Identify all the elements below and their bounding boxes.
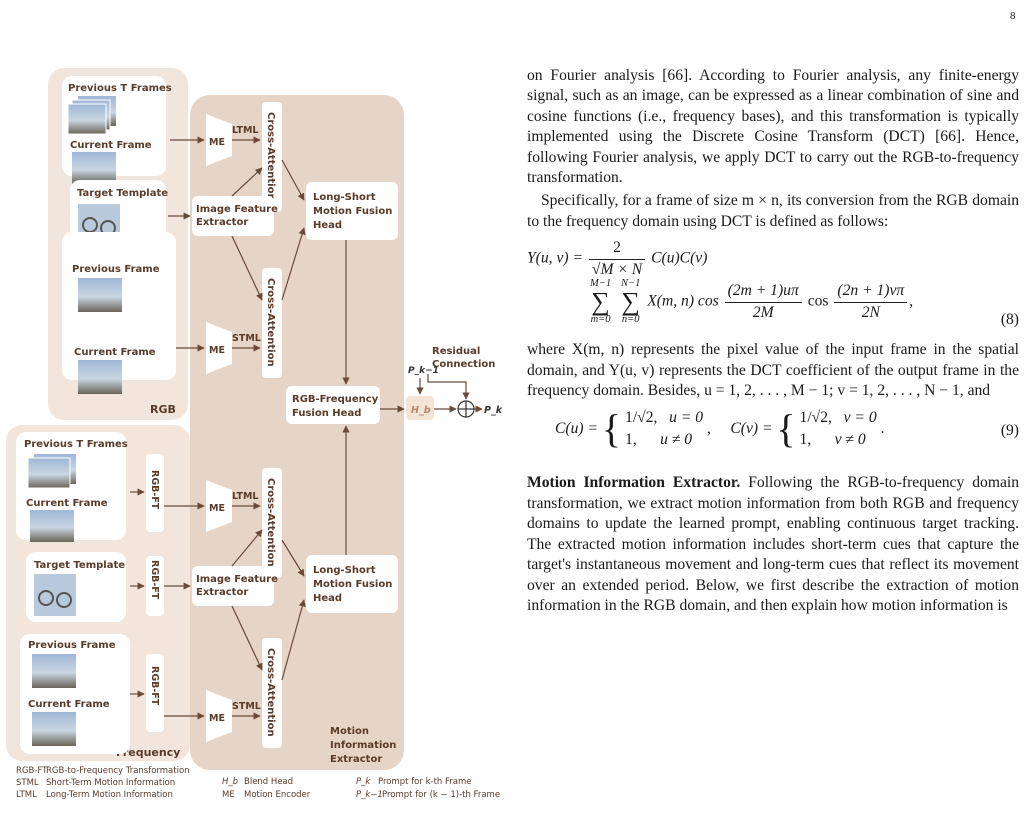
svg-text:H_b: H_b bbox=[411, 405, 431, 416]
motion-extractor-label-2: Information bbox=[330, 740, 396, 751]
rgb-frequency-fusion-head bbox=[286, 386, 380, 424]
legend-stml-abbr: STML bbox=[16, 778, 39, 788]
legend-me-abbr: ME bbox=[222, 790, 235, 800]
svg-text:ME: ME bbox=[209, 137, 225, 148]
freq-prev-t-label: Previous T Frames bbox=[24, 439, 128, 450]
motion-extractor-label-3: Extractor bbox=[330, 754, 382, 765]
freq-stml-label: STML bbox=[232, 701, 261, 712]
pk-minus-1-label: P_k−1 bbox=[408, 366, 439, 376]
motion-extractor-label-1: Motion bbox=[330, 726, 369, 737]
legend-me-desc: Motion Encoder bbox=[244, 790, 311, 800]
legend-pk1-abbr: P_k−1 bbox=[356, 790, 383, 800]
freq-current-frame-label-2: Current Frame bbox=[28, 699, 110, 710]
svg-text:Extractor: Extractor bbox=[196, 587, 248, 598]
svg-text:Motion Fusion: Motion Fusion bbox=[313, 579, 392, 590]
rgb-ft-label-2: RGB-FT bbox=[149, 560, 160, 600]
svg-text:Long-Short: Long-Short bbox=[313, 565, 376, 576]
rgb-ft-block-3 bbox=[146, 654, 164, 732]
svg-text:Image Feature: Image Feature bbox=[196, 574, 278, 585]
svg-text:Head: Head bbox=[313, 593, 342, 604]
freq-image-feature-extractor bbox=[192, 566, 274, 606]
rgb-previous-frame-label: Previous Frame bbox=[72, 264, 160, 275]
rgb-panel-label: RGB bbox=[150, 403, 176, 416]
page-number: 8 bbox=[1010, 10, 1016, 22]
rgb-cross-attention-2 bbox=[262, 268, 282, 378]
legend-ltml-desc: Long-Term Motion Information bbox=[46, 790, 173, 800]
rgb-stml-label: STML bbox=[232, 333, 261, 344]
rgb-target-template-label: Target Template bbox=[77, 188, 168, 199]
freq-ltml-label: LTML bbox=[232, 491, 258, 502]
rgb-ft-label-1: RGB-FT bbox=[149, 470, 160, 510]
paragraph-4: Motion Information Extractor. Following … bbox=[527, 474, 1019, 614]
rgb-me-1 bbox=[206, 114, 232, 166]
svg-text:Head: Head bbox=[313, 220, 342, 231]
freq-current-frame-label-1: Current Frame bbox=[26, 498, 108, 509]
legend-stml-desc: Short-Term Motion Information bbox=[46, 778, 175, 788]
frequency-panel-label: Frequency bbox=[116, 746, 180, 759]
rgb-image-feature-extractor bbox=[192, 196, 274, 236]
architecture-figure: RGB Frequency Previous T Frames Current … bbox=[6, 68, 503, 800]
rgb-current-frame-label-2: Current Frame bbox=[74, 347, 156, 358]
equation-8: Y(u, v) = 2√M × N C(u)C(v) M−1∑m=0 N−1∑n… bbox=[527, 239, 1019, 329]
freq-cross-attention-2 bbox=[262, 638, 282, 748]
legend-pk-abbr: P_k bbox=[356, 777, 371, 787]
freq-me-2 bbox=[206, 690, 232, 742]
svg-text:Image Feature: Image Feature bbox=[196, 204, 278, 215]
svg-text:Cross-Attention: Cross-Attention bbox=[265, 112, 276, 201]
section-heading-motion-extractor: Motion Information Extractor. bbox=[527, 474, 741, 492]
rgb-ft-block-1 bbox=[146, 454, 164, 532]
legend-rgbft-desc: RGB-to-Frequency Transformation bbox=[46, 766, 190, 776]
freq-previous-frame-label: Previous Frame bbox=[28, 640, 116, 651]
svg-text:Cross-Attention: Cross-Attention bbox=[265, 648, 276, 737]
rgb-ltml-label: LTML bbox=[232, 125, 258, 136]
legend-ltml-abbr: LTML bbox=[16, 790, 37, 800]
paragraph-2: Specifically, for a frame of size m × n,… bbox=[527, 192, 1019, 230]
pk-output-label: P_k bbox=[484, 405, 503, 416]
freq-target-template-label: Target Template bbox=[34, 560, 125, 571]
svg-text:Cross-Attention: Cross-Attention bbox=[265, 478, 276, 567]
rgb-current-frame-label-1: Current Frame bbox=[70, 140, 152, 151]
legend-pk-desc: Prompt for k-th Frame bbox=[378, 777, 471, 787]
svg-text:Extractor: Extractor bbox=[196, 217, 248, 228]
svg-text:Cross-Attention: Cross-Attention bbox=[265, 278, 276, 367]
paragraph-1: on Fourier analysis [66]. According to F… bbox=[527, 67, 1019, 187]
svg-text:Motion Fusion: Motion Fusion bbox=[313, 206, 392, 217]
legend-rgbft-abbr: RGB-FT bbox=[16, 766, 48, 776]
rgb-long-short-fusion-head bbox=[306, 182, 398, 240]
rgb-ft-label-3: RGB-FT bbox=[149, 666, 160, 706]
svg-text:Long-Short: Long-Short bbox=[313, 192, 376, 203]
paragraph-3: where X(m, n) represents the pixel value… bbox=[527, 341, 1019, 400]
residual-connection-label-2: Connection bbox=[432, 359, 495, 370]
svg-text:ME: ME bbox=[209, 503, 225, 514]
freq-me-1 bbox=[206, 480, 232, 532]
legend-hb-abbr: H_b bbox=[222, 777, 238, 787]
svg-text:ME: ME bbox=[209, 713, 225, 724]
blend-head-block bbox=[406, 396, 434, 420]
rgb-prev-t-label: Previous T Frames bbox=[68, 83, 172, 94]
svg-text:Fusion Head: Fusion Head bbox=[292, 408, 361, 419]
text-column: on Fourier analysis [66]. According to F… bbox=[527, 66, 1019, 616]
equation-9: C(u) = { 1/√2, u = 0 1, u ≠ 0 , C(v) = {… bbox=[555, 406, 1019, 452]
svg-text:ME: ME bbox=[209, 345, 225, 356]
residual-connection-label-1: Residual bbox=[432, 346, 480, 357]
svg-text:RGB-Frequency: RGB-Frequency bbox=[292, 394, 379, 405]
rgb-cross-attention-1 bbox=[262, 102, 282, 212]
freq-cross-attention-1 bbox=[262, 468, 282, 578]
rgb-ft-block-2 bbox=[146, 556, 164, 616]
freq-long-short-fusion-head bbox=[306, 555, 398, 613]
rgb-me-2 bbox=[206, 322, 232, 374]
legend-pk1-desc: Prompt for (k − 1)-th Frame bbox=[382, 790, 500, 800]
legend-hb-desc: Blend Head bbox=[244, 777, 293, 787]
